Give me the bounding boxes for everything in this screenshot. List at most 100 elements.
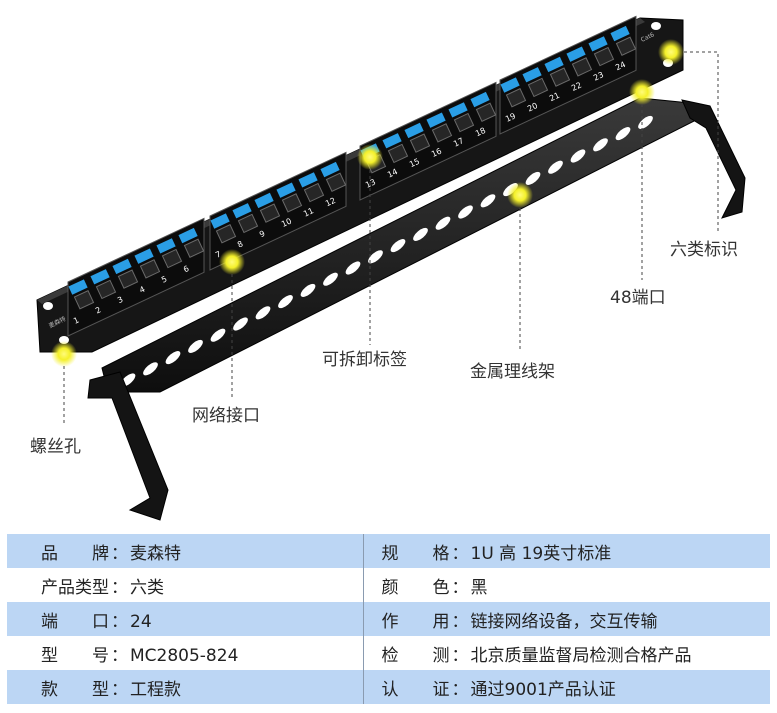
highlight-cat6-mark — [658, 39, 684, 65]
rj45-port — [237, 213, 259, 234]
spec-value: 北京质量监督局检测合格产品 — [470, 645, 692, 666]
rj45-port — [387, 143, 409, 164]
rj45-port — [325, 172, 347, 192]
spec-label: 品 牌 — [41, 543, 109, 564]
port-label-tab — [610, 25, 630, 42]
port-label-tab — [544, 56, 564, 73]
callout-screw-hole: 螺丝孔 — [30, 437, 81, 457]
port-label-tab — [112, 258, 132, 275]
port-number: 18 — [474, 126, 487, 138]
spec-cell-left: 型 号：MC2805-824 — [7, 636, 363, 670]
port-label-tab — [588, 36, 608, 52]
patch-panel-diagram: 麦森特 Cat6 1234567891011121314151617181920… — [30, 15, 746, 521]
highlight-metal-manager — [507, 182, 533, 208]
spec-value: 24 — [130, 611, 152, 632]
cable-slot — [368, 250, 383, 264]
spec-value: 1U 高 19英寸标准 — [470, 543, 612, 564]
cable-slot — [345, 261, 361, 275]
port-label-tab — [566, 46, 586, 62]
spec-value: 通过9001产品认证 — [470, 679, 616, 700]
port-number: 20 — [526, 101, 539, 113]
highlight-network-port — [219, 249, 245, 275]
ear-hole-left-top — [43, 302, 53, 310]
highlight-48-ports — [629, 79, 655, 105]
port-label-tab — [156, 238, 176, 254]
callout-removable-label: 可拆卸标签 — [322, 350, 407, 370]
port-number: 1 — [72, 316, 80, 326]
spec-value: 麦森特 — [130, 543, 181, 564]
port-number: 19 — [504, 111, 517, 123]
port-number: 9 — [258, 229, 266, 239]
port-number: 6 — [182, 264, 190, 274]
port-label-tab — [426, 112, 446, 128]
port-label-tab — [254, 192, 274, 209]
rj45-port — [183, 238, 205, 258]
spec-value: 工程款 — [130, 679, 181, 700]
spec-label: 型 号 — [41, 645, 109, 666]
cable-manager-slots — [120, 115, 653, 387]
port-number: 2 — [94, 305, 102, 315]
spec-label: 规 格 — [381, 543, 450, 564]
cable-slot — [480, 194, 496, 208]
spec-cell-right: 认 证：通过9001产品认证 — [362, 670, 770, 704]
cable-slot — [548, 160, 563, 174]
port-label-tab — [320, 161, 340, 178]
port-label-tab — [90, 269, 110, 285]
port-number: 10 — [280, 216, 293, 228]
spec-row: 产品类型：六类颜 色：黑 — [7, 568, 770, 602]
rj45-port — [409, 133, 431, 153]
spec-cell-right: 规 格：1U 高 19英寸标准 — [362, 534, 770, 568]
rj45-port — [593, 46, 615, 67]
rj45-port — [453, 112, 475, 133]
port-number: 3 — [116, 295, 124, 305]
rj45-port — [475, 102, 497, 122]
cable-slot — [570, 149, 586, 163]
rj45-port — [549, 67, 571, 87]
port-number: 13 — [364, 177, 377, 189]
port-number: 4 — [138, 285, 146, 295]
rj45-port — [431, 123, 453, 143]
port-number: 11 — [302, 206, 315, 218]
port-number: 8 — [236, 239, 244, 249]
port-number: 23 — [592, 70, 605, 82]
rj45-port — [571, 57, 593, 77]
port-label-tab — [134, 248, 154, 264]
spec-value: 黑 — [470, 577, 488, 598]
port-label-tab — [404, 122, 424, 139]
highlight-removable-label — [357, 144, 383, 170]
cable-slot — [458, 205, 473, 219]
callout-cat6-mark: 六类标识 — [670, 240, 738, 260]
ear-hole-right-top — [651, 22, 661, 30]
rj45-port — [527, 77, 549, 98]
spec-label: 检 测 — [381, 645, 450, 666]
cable-slot — [143, 362, 158, 376]
spec-cell-left: 端 口：24 — [7, 602, 363, 636]
port-number: 5 — [160, 274, 168, 284]
cable-slot — [615, 127, 631, 141]
port-number: 16 — [430, 146, 443, 158]
port-label-tab — [276, 182, 296, 198]
cable-slot — [210, 328, 226, 342]
port-label-tab — [178, 227, 198, 244]
spec-cell-left: 产品类型：六类 — [7, 568, 363, 602]
port-number: 14 — [386, 167, 399, 179]
spec-label: 端 口 — [41, 611, 109, 632]
cable-slot — [300, 283, 316, 297]
spec-label: 颜 色 — [381, 577, 450, 598]
spec-label: 产品类型 — [41, 577, 109, 598]
cable-slot — [188, 339, 203, 353]
spec-cell-right: 作 用：链接网络设备，交互传输 — [362, 602, 770, 636]
rj45-port — [117, 269, 139, 289]
rj45-port — [505, 88, 527, 108]
port-label-tab — [470, 91, 490, 108]
spec-value: 链接网络设备，交互传输 — [470, 611, 658, 632]
spec-cell-left: 款 型：工程款 — [7, 670, 363, 704]
cable-manager-right-bracket — [681, 99, 746, 219]
cable-slot — [435, 216, 451, 230]
cable-slot — [390, 239, 406, 253]
spec-cell-right: 颜 色：黑 — [362, 568, 770, 602]
spec-row: 品 牌：麦森特规 格：1U 高 19英寸标准 — [7, 534, 770, 568]
rj45-port — [215, 224, 237, 244]
